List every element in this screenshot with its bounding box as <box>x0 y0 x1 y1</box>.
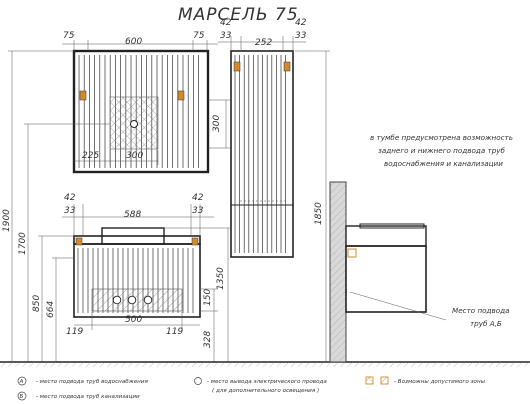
tall-top-right-b-label: 33 <box>295 31 307 41</box>
mirror-socket-icon <box>130 120 138 128</box>
legend-item-1-label: - место подвода труб водоснабжения <box>36 379 148 385</box>
tall-top-right-a-label: 42 <box>295 18 307 28</box>
vanity-hatched-zone <box>91 288 183 312</box>
vanity-top-right-a-label: 42 <box>192 193 204 203</box>
vertical-664-label: 664 <box>46 301 56 318</box>
floor-line <box>0 361 530 367</box>
vanity-pipe-3-icon <box>143 295 153 305</box>
note-top: в тумбе предусмотрена возможность заднег… <box>370 133 513 168</box>
tall-width-label: 252 <box>255 38 272 48</box>
vanity-mark-left-icon <box>75 237 83 246</box>
legend-item-3-label-line-2: ( для дополнительного освещения ) <box>212 388 319 394</box>
mirror-width-bottom-label: 300 <box>126 151 143 161</box>
side-view <box>329 181 447 363</box>
mirror-light-left-icon <box>79 90 87 101</box>
tall-cabinet-view: 42 33 252 42 33 1850 <box>218 18 330 362</box>
legend-item-3-label-line-1: - место вывода электрического провода <box>207 379 327 385</box>
vertical-1700-label: 1700 <box>18 232 28 255</box>
vanity-pipe-1-icon <box>112 295 122 305</box>
tall-top-left-a-label: 42 <box>220 18 232 28</box>
mirror-view: 75 600 75 300 225 300 <box>62 31 230 174</box>
tall-light-left-icon <box>233 61 241 72</box>
mirror-side-left-label: 75 <box>63 31 75 41</box>
legend-item-4-icon-a <box>365 376 374 385</box>
left-vertical-dimensions: 1900 1700 850 664 <box>2 50 110 362</box>
legend-item-1-symbol: А <box>19 379 24 385</box>
vertical-850-label: 850 <box>32 295 42 312</box>
note-top-line-2: заднего и нижнего подвода труб <box>378 146 506 155</box>
tall-light-right-icon <box>283 61 291 72</box>
mirror-offset-bottom-label: 225 <box>82 151 99 161</box>
vanity-top-left-a-label: 42 <box>64 193 76 203</box>
legend-item-2-label: - место подвода труб канализации <box>36 394 140 400</box>
tall-height-label: 1850 <box>314 202 324 225</box>
vanity-top-left-b-label: 33 <box>64 206 76 216</box>
note-top-line-3: водоснабжения и канализации <box>384 159 503 168</box>
vanity-dim-328-label: 328 <box>203 331 213 348</box>
vanity-width-label: 588 <box>124 210 141 220</box>
tall-top-left-b-label: 33 <box>220 31 232 41</box>
mirror-light-right-icon <box>177 90 185 101</box>
vertical-1900-label: 1900 <box>2 209 12 232</box>
side-mark-icon <box>347 248 357 258</box>
vanity-bottom-width-label: 500 <box>125 315 142 325</box>
note-top-line-1: в тумбе предусмотрена возможность <box>370 133 513 142</box>
vanity-mark-right-icon <box>191 237 199 246</box>
vanity-pipe-2-icon <box>127 295 137 305</box>
vertical-1350-label: 1350 <box>216 267 226 290</box>
legend-item-2-symbol: Б <box>20 394 24 400</box>
legend-item-4-icon-b <box>380 376 389 385</box>
tall-cabinet-slats <box>234 55 286 253</box>
vanity-dim-150-label: 150 <box>203 289 213 306</box>
legend: А - место подвода труб водоснабжения Б -… <box>17 376 486 401</box>
wall <box>329 181 347 363</box>
vanity-top-right-b-label: 33 <box>192 206 204 216</box>
note-place-line-2: труб А,Б <box>470 319 502 328</box>
mirror-height-right-label: 300 <box>212 115 222 132</box>
vanity-side-right-label: 119 <box>166 327 183 337</box>
legend-item-4-label: - Возможны допустимого зоны <box>394 379 486 385</box>
mirror-width-label: 600 <box>125 37 142 47</box>
page-title: МАРСЕЛЬ 75 <box>178 5 299 25</box>
mirror-side-right-label: 75 <box>193 31 205 41</box>
vanity-cabinet-view: 42 33 588 42 33 119 500 119 150 328 1350 <box>62 193 232 362</box>
vanity-side-left-label: 119 <box>66 327 83 337</box>
note-place: Место подвода труб А,Б <box>452 306 510 328</box>
note-place-line-1: Место подвода <box>452 306 510 315</box>
legend-item-3-icon <box>194 377 202 385</box>
